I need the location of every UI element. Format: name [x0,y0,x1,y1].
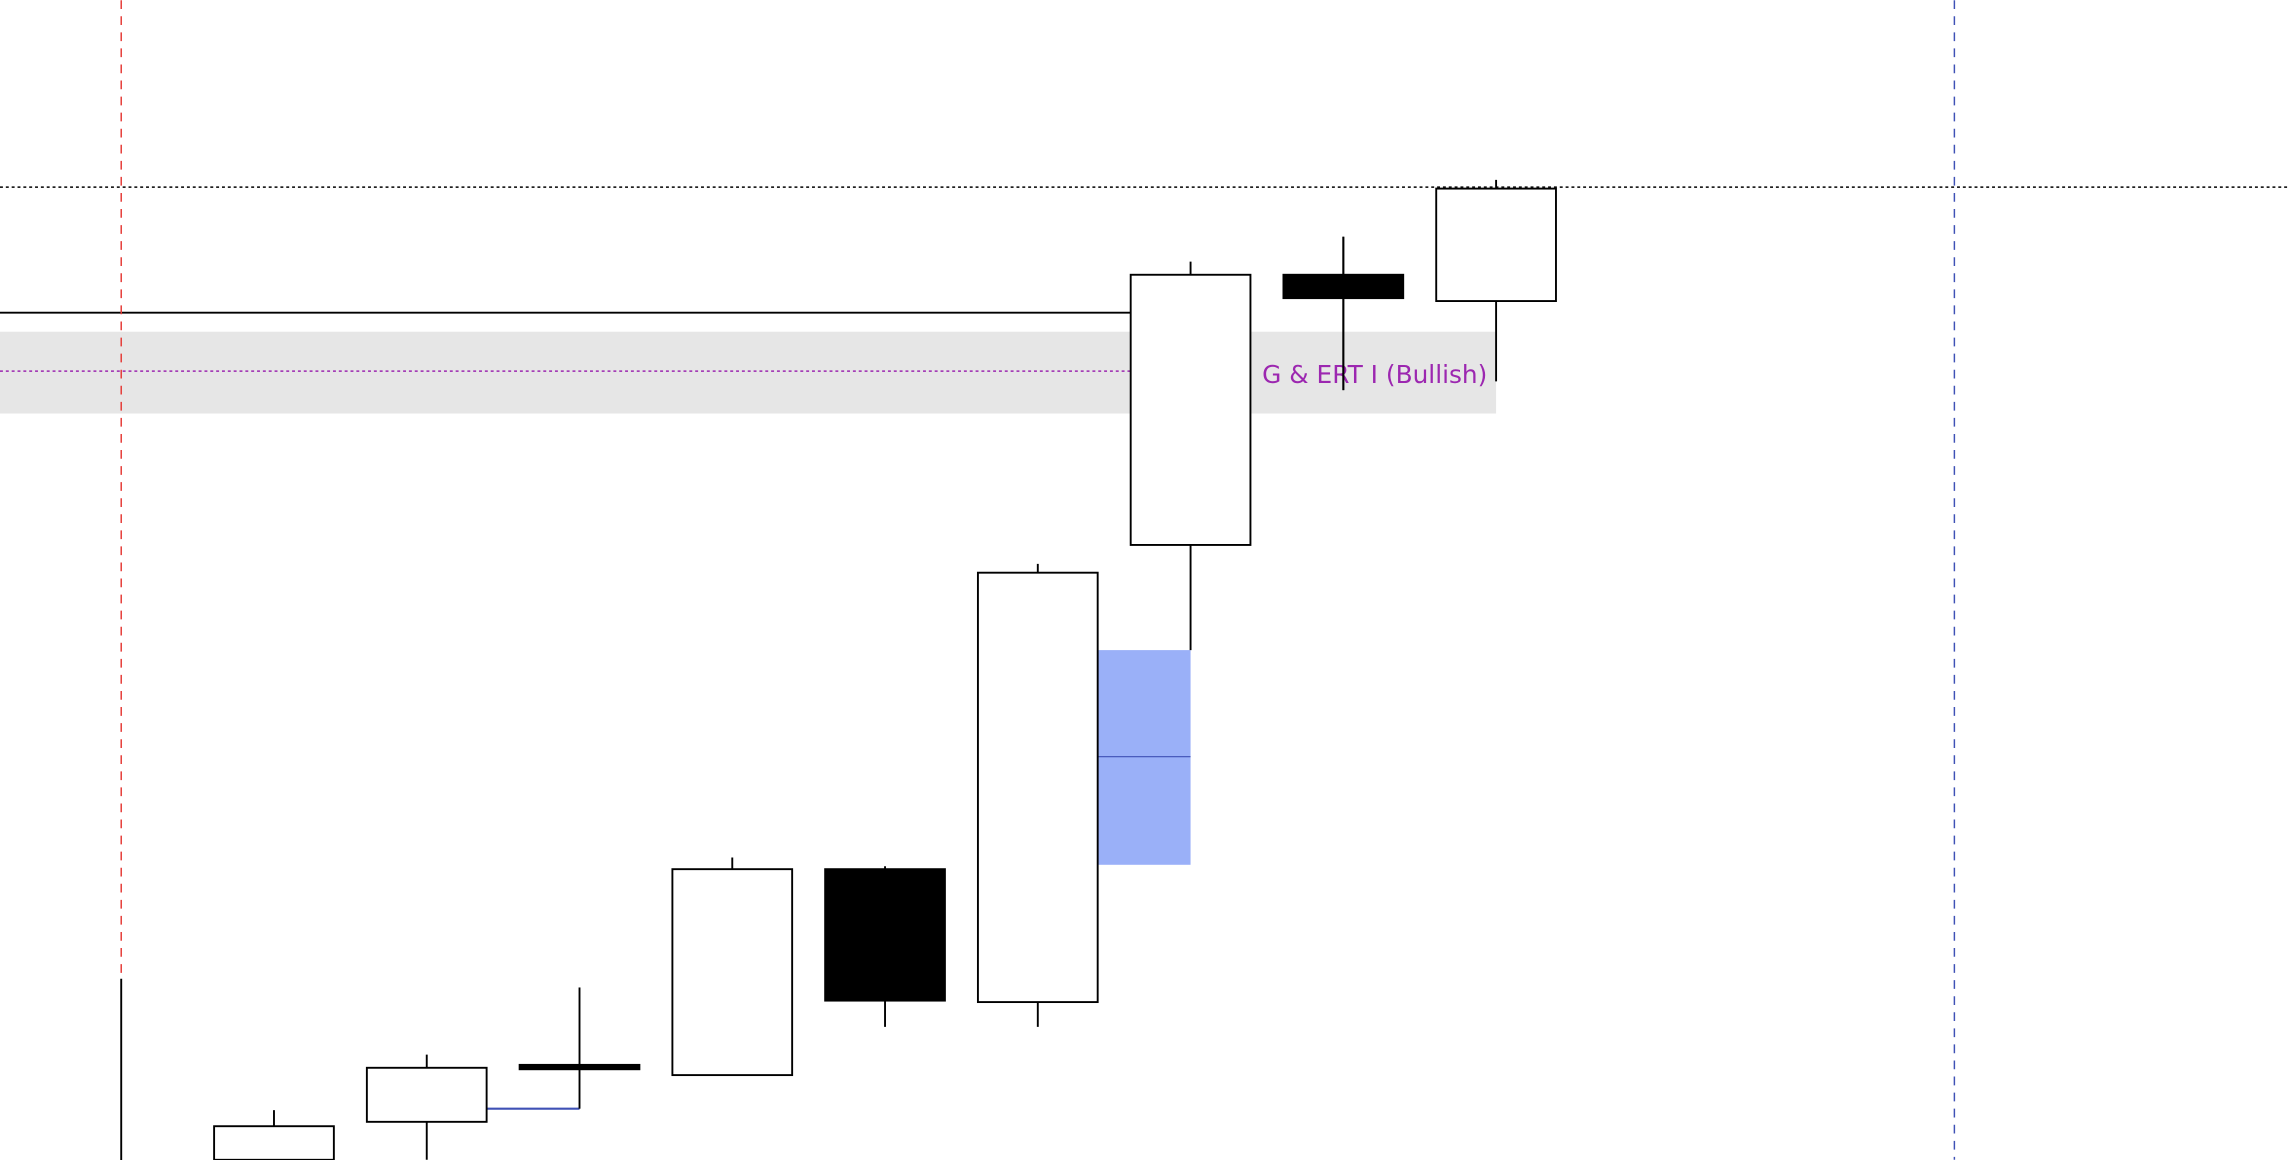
zone-label: G & ERT I (Bullish) [1262,360,1487,389]
candle-body [518,1063,641,1071]
candle-body [824,868,946,1002]
candle-body [671,868,794,1077]
candle-body [365,1066,488,1123]
candle-body [213,1125,335,1160]
candle-body [1435,187,1557,303]
candle-body [976,571,1099,1004]
candle-body [1129,273,1252,546]
fvg-zone [1097,650,1191,865]
